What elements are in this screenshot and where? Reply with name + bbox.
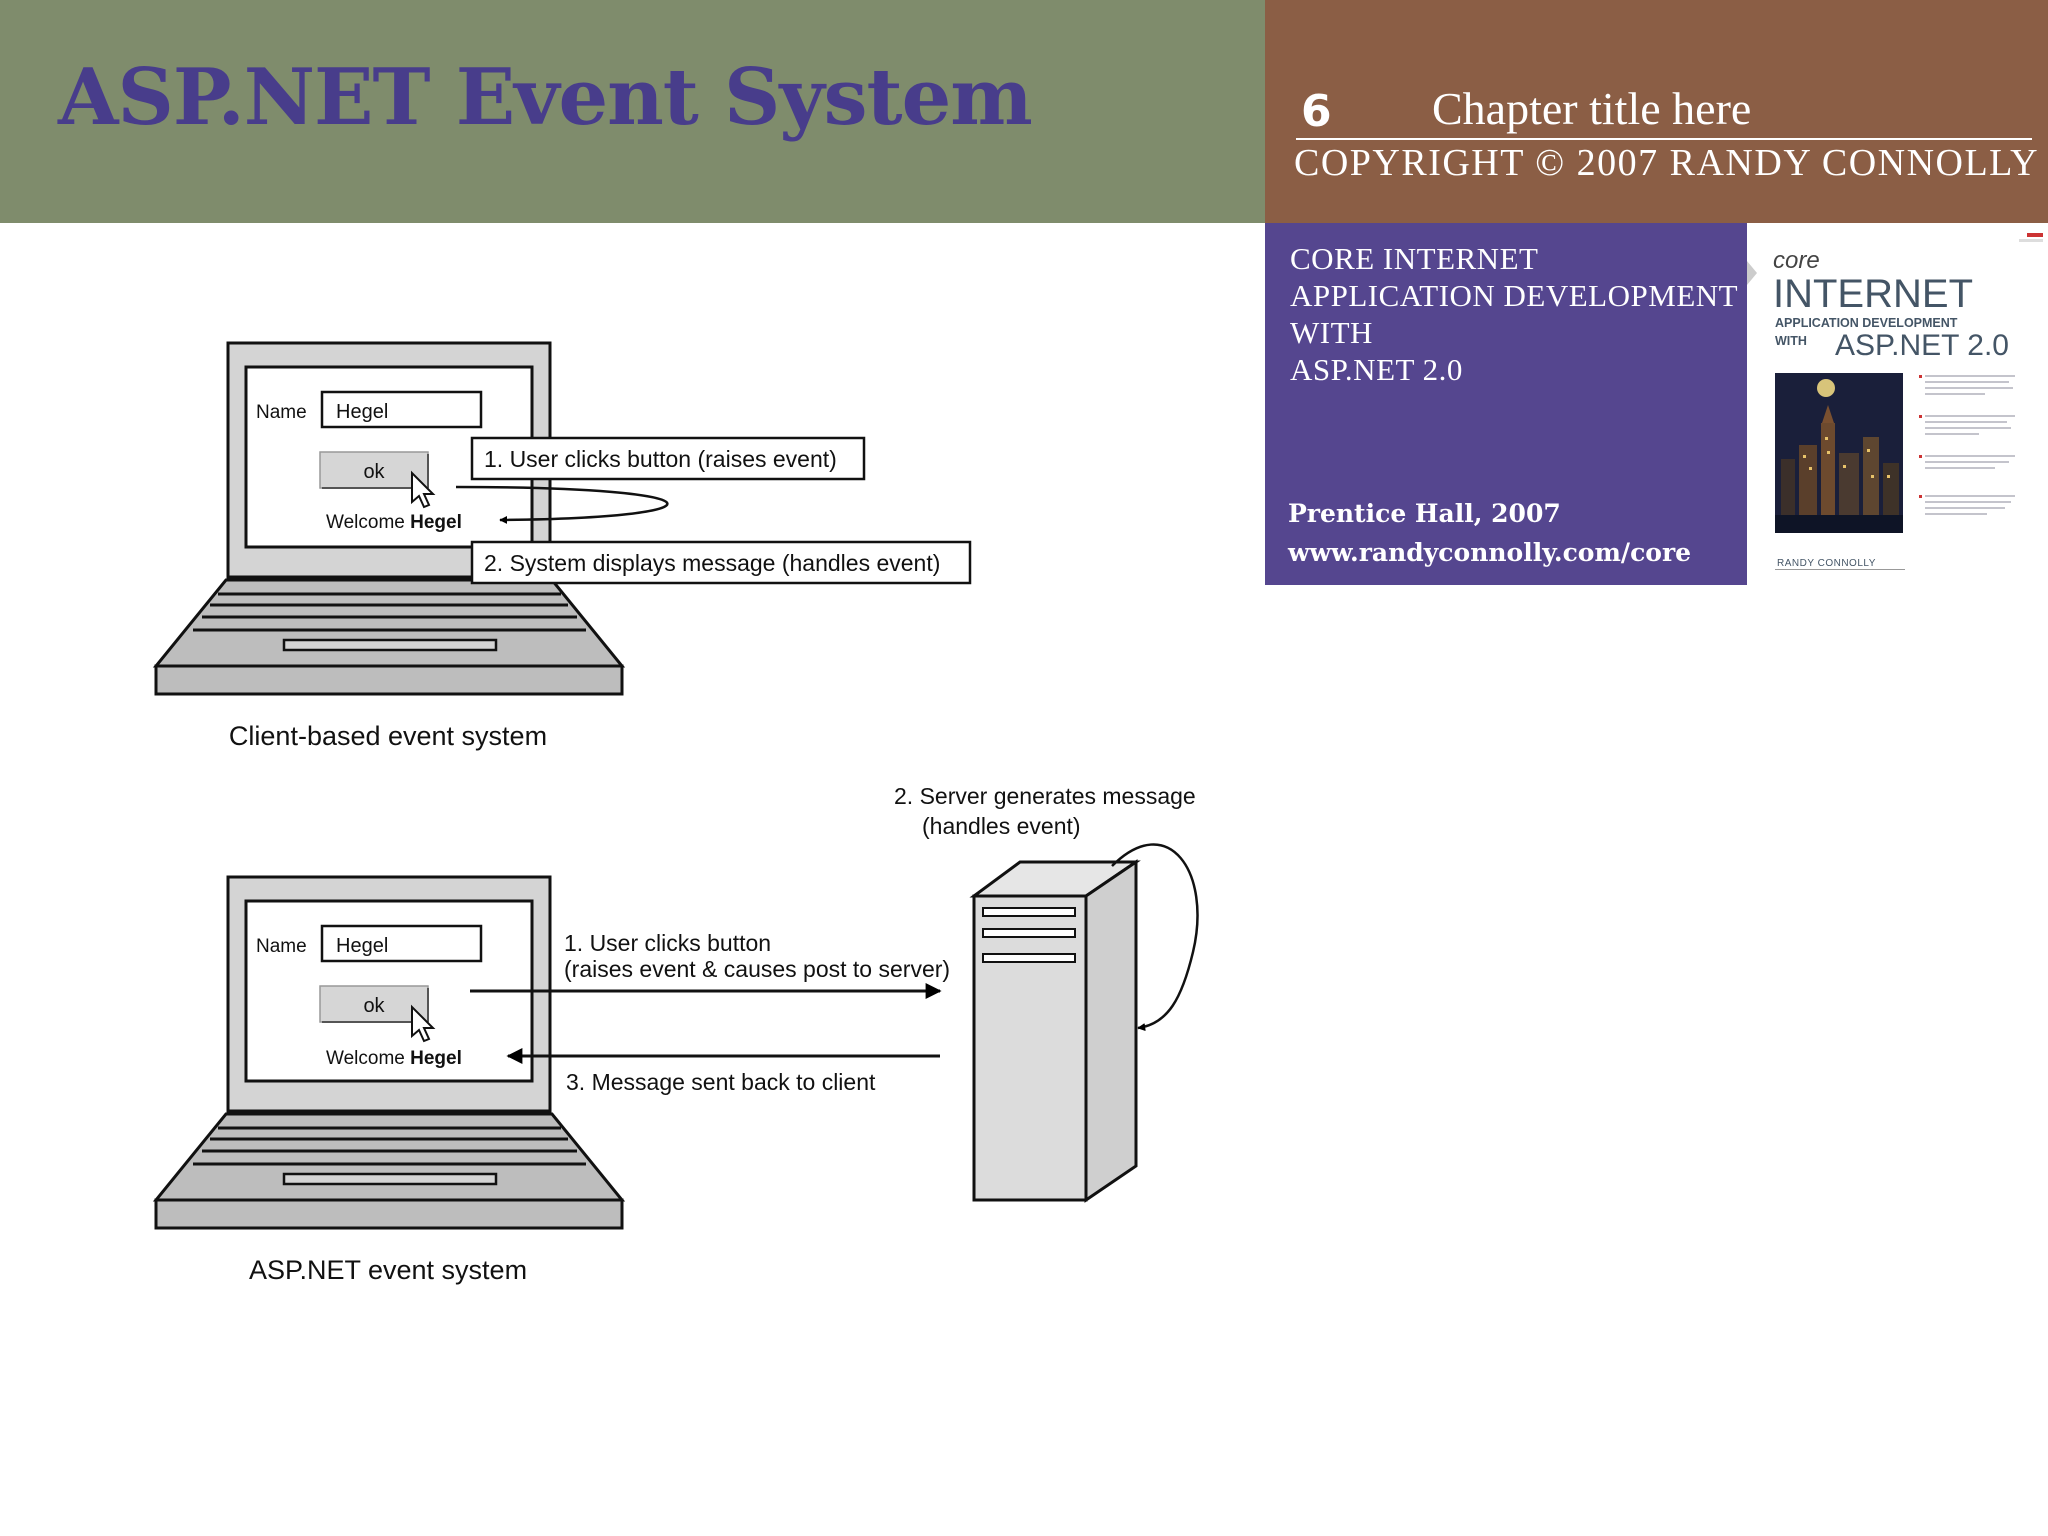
server-welcome-name: Hegel bbox=[410, 1048, 462, 1069]
server-name-value: Hegel bbox=[336, 935, 388, 957]
client-name-label: Name bbox=[256, 402, 307, 423]
copyright-notice: COPYRIGHT © 2007 RANDY CONNOLLY bbox=[1294, 142, 2040, 184]
client-name-field bbox=[320, 390, 483, 429]
server-loop-arrow bbox=[1111, 843, 1199, 1032]
chapter-header bbox=[1265, 0, 2048, 223]
cover-subtitle: APPLICATION DEVELOPMENT bbox=[1775, 316, 1958, 330]
client-name-value: Hegel bbox=[336, 401, 388, 423]
client-step2-text: 2. System displays message (handles even… bbox=[484, 550, 940, 576]
header-bar bbox=[0, 0, 1265, 223]
cover-tech: ASP.NET 2.0 bbox=[1835, 329, 2009, 362]
chapter-divider bbox=[1296, 138, 2032, 140]
client-step1-box bbox=[470, 436, 866, 481]
server-cursor-icon bbox=[411, 1004, 436, 1043]
server-name-field bbox=[320, 924, 483, 963]
client-welcome-text: Welcome Hegel bbox=[326, 512, 462, 533]
client-step2-box bbox=[470, 540, 972, 585]
cover-title: INTERNET bbox=[1773, 272, 1973, 316]
client-event-arrow bbox=[455, 485, 669, 524]
book-title-line: WITH bbox=[1290, 315, 1373, 350]
client-ok-button bbox=[319, 451, 429, 489]
chapter-title: Chapter title here bbox=[1432, 83, 1752, 134]
slide-title: ASP.NET Event System bbox=[58, 52, 1033, 143]
book-cover: core INTERNET APPLICATION DEVELOPMENT WI… bbox=[1747, 223, 2048, 585]
client-welcome-prefix: Welcome bbox=[326, 512, 405, 533]
book-title: CORE INTERNET APPLICATION DEVELOPMENT WI… bbox=[1290, 240, 1738, 388]
cover-series: core bbox=[1773, 247, 1820, 274]
client-step1-text: 1. User clicks button (raises event) bbox=[484, 446, 837, 472]
server-step1-line1: 1. User clicks button bbox=[564, 930, 771, 956]
book-panel bbox=[1265, 223, 1747, 585]
client-ok-label: ok bbox=[363, 461, 385, 483]
book-title-line: ASP.NET 2.0 bbox=[1290, 352, 1463, 387]
book-url: www.randyconnolly.com/core bbox=[1288, 538, 1692, 567]
client-cursor-icon bbox=[411, 470, 436, 509]
server-tower-icon bbox=[969, 859, 1141, 1203]
server-ok-label: ok bbox=[363, 995, 385, 1017]
book-cover-art: core INTERNET APPLICATION DEVELOPMENT WI… bbox=[1747, 233, 2043, 570]
server-step1-line2: (raises event & causes post to server) bbox=[564, 956, 950, 982]
publisher-info: Prentice Hall, 2007 www.randyconnolly.co… bbox=[1288, 494, 1691, 572]
client-welcome-name: Hegel bbox=[410, 512, 462, 533]
cover-author: RANDY CONNOLLY bbox=[1777, 558, 1876, 569]
publisher-name: Prentice Hall, 2007 bbox=[1288, 499, 1561, 528]
server-step3-text: 3. Message sent back to client bbox=[566, 1069, 876, 1095]
server-caption: ASP.NET event system bbox=[249, 1255, 527, 1285]
client-caption: Client-based event system bbox=[229, 721, 547, 751]
cover-with: WITH bbox=[1775, 334, 1807, 348]
server-name-label: Name bbox=[256, 936, 307, 957]
book-title-line: CORE INTERNET bbox=[1290, 241, 1539, 276]
server-step2-line2: (handles event) bbox=[922, 813, 1081, 839]
server-welcome-text: Welcome Hegel bbox=[326, 1048, 462, 1069]
book-title-line: APPLICATION DEVELOPMENT bbox=[1290, 278, 1739, 313]
chapter-number: 6 bbox=[1301, 86, 1332, 137]
server-welcome-prefix: Welcome bbox=[326, 1048, 405, 1069]
server-step2-line1: 2. Server generates message bbox=[894, 783, 1196, 809]
